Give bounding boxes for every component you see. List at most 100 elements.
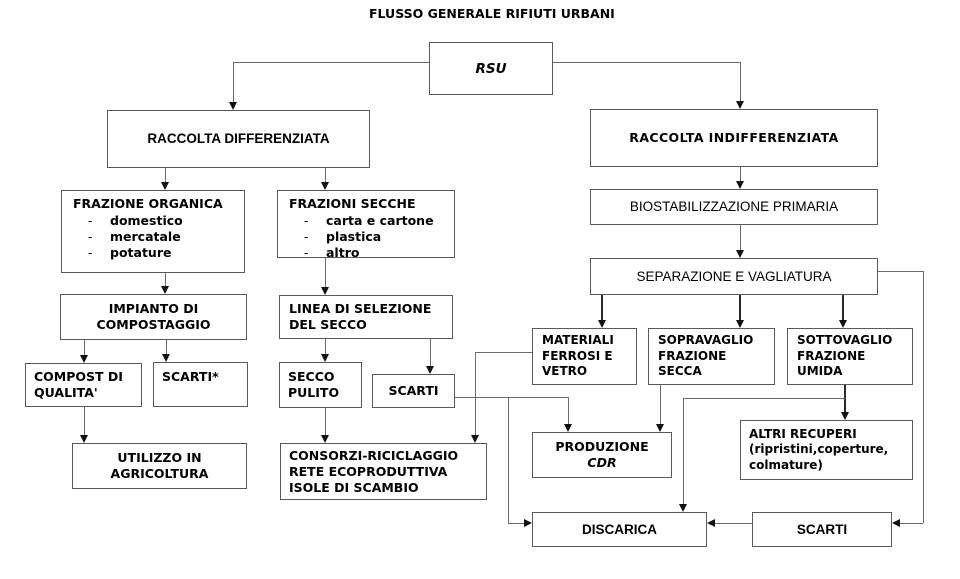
connector bbox=[84, 407, 85, 435]
arrowhead-to-separazione bbox=[736, 250, 744, 258]
node-consorzi-riciclaggio-label: CONSORZI-RICICLAGGIO RETE ECOPRODUTTIVA … bbox=[289, 447, 459, 495]
connector-scarti-right bbox=[455, 397, 568, 398]
arrowhead-to-scarti-compostaggio bbox=[162, 354, 170, 362]
connector bbox=[84, 340, 85, 355]
arrowhead-to-produzione-cdr-left bbox=[564, 424, 572, 432]
arrowhead-to-compost bbox=[80, 355, 88, 363]
node-linea-selezione-secco-label: LINEA DI SELEZIONE DEL SECCO bbox=[289, 301, 432, 332]
connector-separazione-right bbox=[878, 271, 923, 272]
node-frazione-organica: FRAZIONE ORGANICA domestico mercatale po… bbox=[61, 190, 245, 273]
list-item: mercatale bbox=[62, 229, 244, 245]
connector bbox=[568, 397, 569, 424]
node-scarti-selezione: SCARTI bbox=[372, 374, 455, 408]
connector bbox=[165, 273, 166, 286]
node-frazioni-secche-title: FRAZIONI SECCHE bbox=[289, 196, 416, 211]
node-frazioni-secche: FRAZIONI SECCHE carta e cartone plastica… bbox=[277, 190, 455, 261]
node-scarti-finali: SCARTI bbox=[752, 512, 892, 547]
node-scarti-selezione-label: SCARTI bbox=[388, 383, 439, 398]
node-separazione-vagliatura-label: SEPARAZIONE E VAGLIATURA bbox=[636, 268, 832, 284]
connector bbox=[842, 295, 844, 320]
arrowhead-to-sopravaglio bbox=[736, 320, 744, 328]
list-item: carta e cartone bbox=[278, 213, 454, 229]
node-secco-pulito: SECCO PULITO bbox=[279, 362, 362, 408]
arrowhead-to-impianto bbox=[161, 286, 169, 294]
node-raccolta-differenziata-label: RACCOLTA DIFFERENZIATA bbox=[147, 131, 330, 146]
node-sottovaglio-frazione-umida-label: SOTTOVAGLIO FRAZIONE UMIDA bbox=[797, 333, 893, 379]
connector-rsu-left bbox=[233, 62, 429, 63]
node-discarica-label: DISCARICA bbox=[581, 521, 657, 537]
node-discarica: DISCARICA bbox=[532, 512, 707, 547]
node-raccolta-indifferenziata-label: RACCOLTA INDIFFERENZIATA bbox=[629, 130, 839, 145]
node-produzione-cdr-line1: PRODUZIONE bbox=[555, 439, 649, 454]
node-secco-pulito-label: SECCO PULITO bbox=[288, 369, 340, 400]
arrowhead-to-raccolta-indifferenziata bbox=[736, 101, 744, 109]
arrowhead-to-sottovaglio bbox=[839, 320, 847, 328]
connector-materiali-left bbox=[475, 352, 532, 353]
connector-rsu-left-drop bbox=[233, 62, 234, 102]
connector-rsu-right-drop bbox=[740, 62, 741, 101]
connector-sottovaglio-left bbox=[683, 398, 845, 399]
connector-rsu-right bbox=[553, 62, 740, 63]
arrowhead-to-consorzi-left bbox=[321, 435, 329, 443]
node-utilizzo-agricoltura: UTILIZZO IN AGRICOLTURA bbox=[72, 443, 247, 489]
connector-scarti-discarica-drop bbox=[508, 397, 509, 523]
node-altri-recuperi: ALTRI RECUPERI (ripristini,coperture, co… bbox=[740, 420, 913, 480]
connector bbox=[325, 258, 326, 287]
node-scarti-compostaggio: SCARTI* bbox=[153, 362, 248, 407]
node-produzione-cdr: PRODUZIONE CDR bbox=[532, 432, 672, 478]
node-compost-qualita-label: COMPOST DI QUALITA' bbox=[34, 369, 123, 400]
arrowhead-to-discarica-left bbox=[524, 519, 532, 527]
connector bbox=[740, 225, 741, 250]
node-frazione-organica-title: FRAZIONE ORGANICA bbox=[73, 196, 223, 211]
connector-sottovaglio-discarica-drop bbox=[683, 398, 684, 504]
arrowhead-to-discarica-top bbox=[679, 504, 687, 512]
connector bbox=[740, 167, 741, 181]
arrowhead-to-consorzi-right bbox=[471, 435, 479, 443]
node-altri-recuperi-label: ALTRI RECUPERI (ripristini,coperture, co… bbox=[749, 426, 889, 472]
list-item: potature bbox=[62, 245, 244, 261]
node-raccolta-indifferenziata: RACCOLTA INDIFFERENZIATA bbox=[590, 109, 878, 167]
arrowhead-to-frazione-organica bbox=[161, 182, 169, 190]
arrowhead-to-materiali bbox=[598, 320, 606, 328]
connector bbox=[325, 408, 326, 435]
connector-separazione-drop bbox=[923, 271, 924, 523]
arrowhead-to-produzione-cdr-right bbox=[656, 424, 664, 432]
connector bbox=[844, 385, 846, 412]
node-impianto-compostaggio-label: IMPIANTO DI COMPOSTAGGIO bbox=[96, 301, 211, 332]
node-produzione-cdr-line2: CDR bbox=[587, 455, 617, 470]
list-item: domestico bbox=[62, 213, 244, 229]
arrowhead-to-utilizzo bbox=[80, 435, 88, 443]
arrowhead-to-raccolta-differenziata bbox=[229, 102, 237, 110]
node-separazione-vagliatura: SEPARAZIONE E VAGLIATURA bbox=[590, 258, 878, 295]
node-sottovaglio-frazione-umida: SOTTOVAGLIO FRAZIONE UMIDA bbox=[787, 328, 913, 385]
arrowhead-to-frazioni-secche bbox=[321, 182, 329, 190]
node-compost-qualita: COMPOST DI QUALITA' bbox=[25, 363, 142, 407]
diagram-title: FLUSSO GENERALE RIFIUTI URBANI bbox=[369, 6, 615, 21]
node-biostabilizzazione-primaria: BIOSTABILIZZAZIONE PRIMARIA bbox=[590, 189, 878, 225]
connector bbox=[900, 523, 923, 524]
connector bbox=[601, 295, 603, 320]
node-impianto-compostaggio: IMPIANTO DI COMPOSTAGGIO bbox=[60, 294, 247, 340]
node-biostabilizzazione-primaria-label: BIOSTABILIZZAZIONE PRIMARIA bbox=[629, 199, 839, 214]
arrowhead-to-scarti-finali bbox=[892, 519, 900, 527]
node-rsu: RSU bbox=[429, 42, 553, 95]
connector bbox=[325, 339, 326, 354]
connector-materiali-drop bbox=[475, 352, 476, 435]
connector bbox=[165, 168, 166, 182]
node-consorzi-riciclaggio: CONSORZI-RICICLAGGIO RETE ECOPRODUTTIVA … bbox=[280, 443, 487, 500]
node-materiali-ferrosi-vetro-label: MATERIALI FERROSI E VETRO bbox=[542, 333, 614, 379]
node-raccolta-differenziata: RACCOLTA DIFFERENZIATA bbox=[107, 110, 370, 168]
connector bbox=[166, 340, 167, 354]
node-scarti-finali-label: SCARTI bbox=[796, 521, 848, 537]
list-item: plastica bbox=[278, 229, 454, 245]
arrowhead-to-linea-selezione bbox=[321, 287, 329, 295]
arrowhead-to-secco-pulito bbox=[321, 354, 329, 362]
node-utilizzo-agricoltura-label: UTILIZZO IN AGRICOLTURA bbox=[110, 450, 209, 481]
list-item: altro bbox=[278, 245, 454, 261]
node-scarti-compostaggio-label: SCARTI* bbox=[162, 369, 219, 384]
connector bbox=[715, 523, 752, 524]
arrowhead-to-scarti-selezione bbox=[426, 366, 434, 374]
node-sopravaglio-frazione-secca: SOPRAVAGLIO FRAZIONE SECCA bbox=[648, 328, 775, 385]
arrowhead-to-discarica-right bbox=[707, 519, 715, 527]
